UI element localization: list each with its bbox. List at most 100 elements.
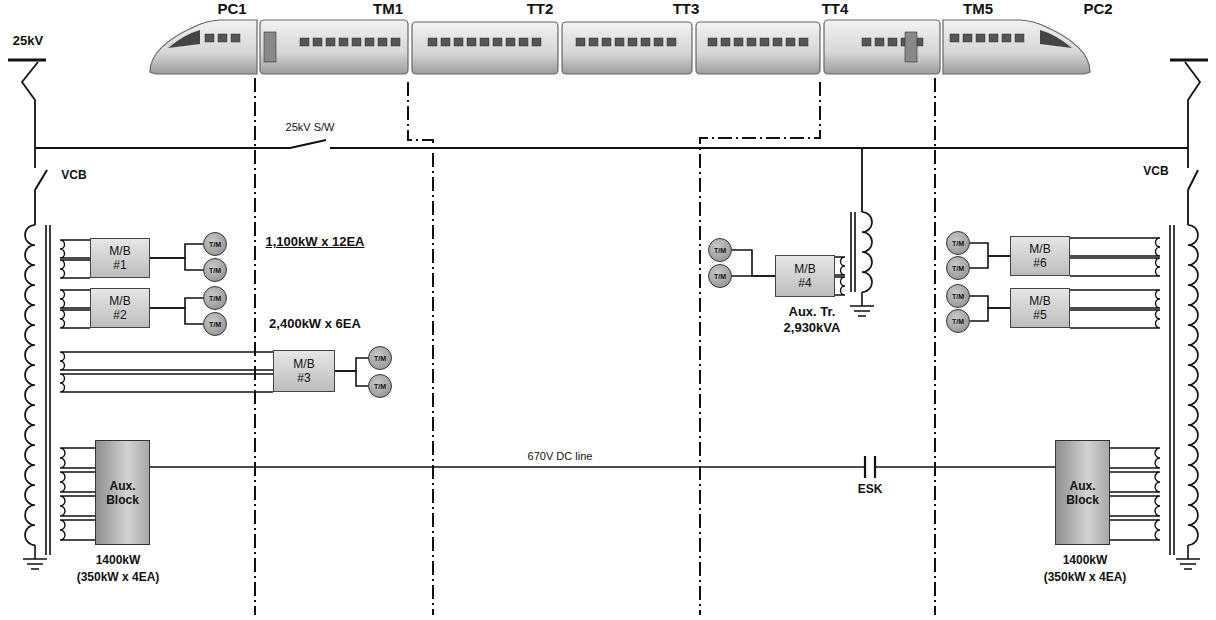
- secondary-winding: [60, 260, 90, 278]
- node-text: T/M: [714, 247, 726, 254]
- car-window: [963, 34, 972, 42]
- wire-connector: [150, 258, 203, 270]
- node-text: M/B #3: [289, 357, 319, 385]
- cab-window: [168, 30, 200, 48]
- wire-connector: [970, 296, 1010, 308]
- rating-label: VCB: [61, 168, 86, 182]
- car-window: [493, 38, 502, 46]
- car-window: [313, 38, 322, 46]
- node-text: T/M: [209, 295, 221, 302]
- trailer-car: [260, 20, 408, 74]
- car-window: [641, 38, 650, 46]
- wire-connector: [335, 358, 368, 371]
- primary-winding: [1188, 225, 1198, 545]
- car-window: [888, 38, 897, 46]
- pantograph: [1185, 62, 1200, 148]
- rating-label: 1400kW: [96, 553, 141, 567]
- transformer-core: [46, 225, 50, 555]
- car-window: [602, 38, 611, 46]
- rating-label: 2,400kW x 6EA: [269, 316, 361, 331]
- wire-connector: [970, 243, 1010, 256]
- roof-switch: [290, 140, 326, 148]
- car-window: [734, 38, 743, 46]
- secondary-winding: [60, 472, 95, 492]
- rating-label: 2,930kVA: [784, 320, 841, 335]
- car-window: [615, 38, 624, 46]
- car-name: PC2: [1083, 0, 1112, 17]
- car-window: [352, 38, 361, 46]
- car-window: [391, 38, 400, 46]
- car-window: [950, 34, 959, 42]
- secondary-winding: [60, 240, 90, 258]
- primary-winding: [25, 225, 35, 545]
- car-window: [786, 38, 795, 46]
- secondary-winding: [1070, 258, 1160, 276]
- car-window: [532, 38, 541, 46]
- node-text: T/M: [952, 318, 964, 325]
- node-text: M/B #1: [105, 244, 135, 272]
- wire-connector: [732, 250, 775, 276]
- auxiliary-block: Aux. Block: [95, 440, 150, 545]
- secondary-winding: [60, 352, 273, 370]
- rating-label: 1400kW: [1063, 553, 1108, 567]
- vcb-switch: [35, 170, 47, 190]
- car-window: [667, 38, 676, 46]
- secondary-winding: [60, 448, 95, 468]
- traction-motor: T/M: [946, 284, 970, 308]
- car-window: [519, 38, 528, 46]
- secondary-winding: [1110, 520, 1160, 540]
- car-window: [773, 38, 782, 46]
- car-window: [365, 38, 374, 46]
- secondary-winding: [835, 257, 845, 275]
- converter-box: M/B #6: [1010, 236, 1070, 276]
- car-window: [441, 38, 450, 46]
- trailer-car: [412, 22, 558, 74]
- node-text: M/B #6: [1025, 242, 1055, 270]
- car-boundary: [700, 82, 820, 615]
- wire-connector: [150, 244, 203, 258]
- car-window: [326, 38, 335, 46]
- car-window: [205, 34, 214, 42]
- traction-motor: T/M: [708, 238, 732, 262]
- traction-motor: T/M: [368, 346, 392, 370]
- node-text: T/M: [952, 293, 964, 300]
- line-label: 670V DC line: [526, 450, 595, 462]
- car-door: [905, 32, 917, 62]
- secondary-winding: [1070, 310, 1160, 328]
- car-door: [264, 32, 276, 62]
- car-name: TM1: [373, 0, 403, 17]
- secondary-winding: [1070, 290, 1160, 308]
- ground-symbol: [850, 292, 874, 316]
- node-text: M/B #5: [1025, 294, 1055, 322]
- car-window: [218, 34, 227, 42]
- converter-box: M/B #1: [90, 238, 150, 278]
- car-boundary: [254, 78, 256, 615]
- car-window: [721, 38, 730, 46]
- car-window: [300, 38, 309, 46]
- catenary: [1170, 59, 1208, 62]
- car-window: [875, 38, 884, 46]
- node-text: Aux. Block: [103, 479, 143, 507]
- trailer-car: [562, 22, 692, 74]
- secondary-winding: [835, 277, 845, 295]
- traction-motor: T/M: [203, 286, 227, 310]
- traction-motor: T/M: [708, 264, 732, 288]
- rating-label: (350kW x 4EA): [77, 570, 160, 584]
- traction-motor: T/M: [368, 374, 392, 398]
- transformer-core: [1170, 225, 1174, 555]
- secondary-winding: [60, 520, 95, 540]
- esk-capacitor: [865, 456, 875, 478]
- rating-label: 25kV: [13, 33, 43, 48]
- vcb-lead: [1187, 148, 1189, 225]
- traction-motor: T/M: [946, 231, 970, 255]
- rating-label: ESK: [858, 482, 883, 496]
- ground-symbol: [1176, 545, 1200, 569]
- secondary-winding: [60, 374, 273, 392]
- node-text: T/M: [714, 273, 726, 280]
- car-window: [231, 34, 240, 42]
- secondary-winding: [1110, 472, 1160, 492]
- node-text: M/B #2: [105, 294, 135, 322]
- traction-motor: T/M: [946, 256, 970, 280]
